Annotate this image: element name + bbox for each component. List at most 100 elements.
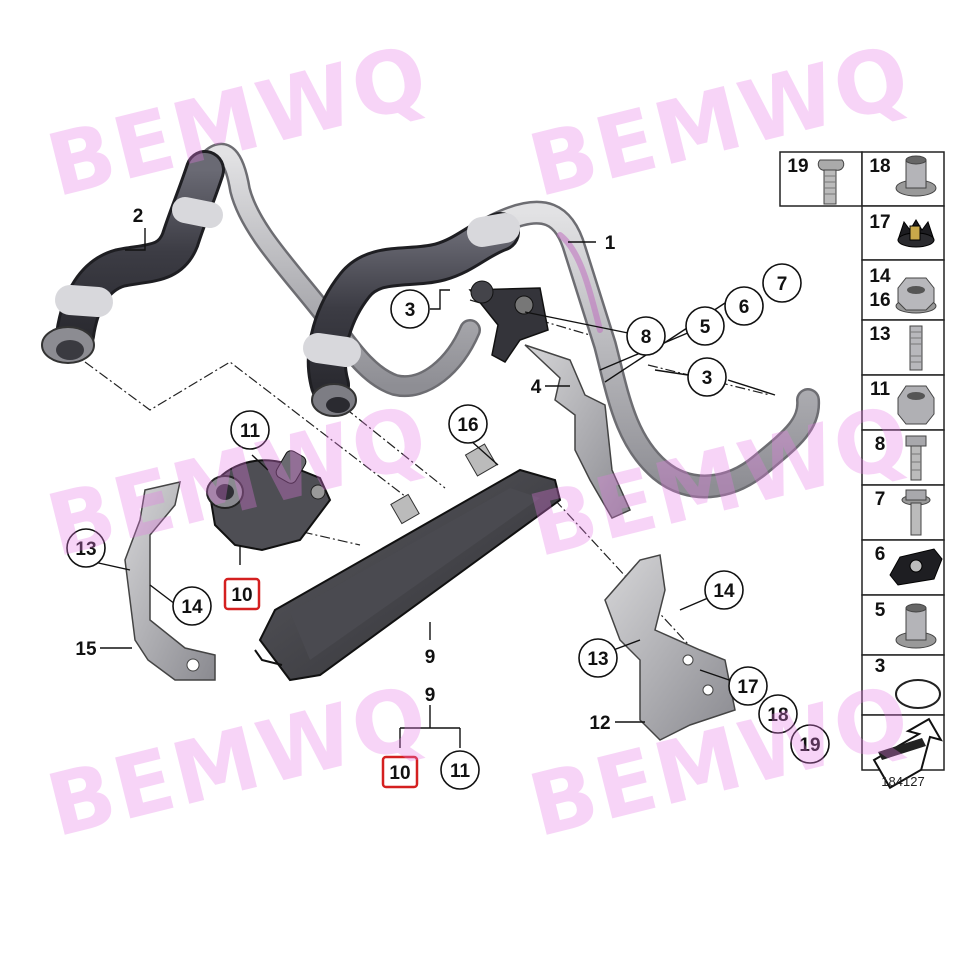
callout-14: 14 (172, 586, 212, 626)
o-ring-icon (895, 679, 941, 709)
stud-icon (909, 325, 923, 371)
callout-label: 7 (777, 274, 788, 295)
callout-label: 17 (737, 677, 758, 698)
callout-label: 16 (457, 415, 478, 436)
callout-circle (685, 306, 725, 346)
callout-17: 17 (728, 666, 768, 706)
callout-circle (172, 586, 212, 626)
callout-circle (790, 724, 830, 764)
callout-label: 1 (605, 233, 616, 254)
coolant-hose-left (55, 150, 225, 355)
callout-label: 11 (240, 421, 261, 442)
callout-3: 3 (390, 289, 430, 329)
callout-12: 12 (589, 713, 610, 734)
part-number-label: 13 (869, 324, 890, 345)
callout-9: 9 (425, 685, 436, 706)
callout-label: 5 (700, 317, 711, 338)
callout-label: 11 (450, 761, 471, 782)
callout-6: 6 (724, 286, 764, 326)
callout-circle (448, 404, 488, 444)
callout-4: 4 (531, 377, 542, 398)
callout-circle (626, 316, 666, 356)
part-number-label: 3 (875, 656, 886, 677)
callout-16: 16 (448, 404, 488, 444)
thermostat-housing (206, 450, 332, 552)
highlight-box (223, 577, 261, 611)
part-number-label: 16 (869, 290, 890, 311)
grommet-icon (897, 219, 935, 248)
hose-clamp-left (41, 326, 95, 364)
coolant-hose-middle (303, 212, 520, 405)
callout-10: 10 (223, 577, 261, 611)
callout-circle (578, 638, 618, 678)
direction-arrow-icon (872, 717, 943, 790)
bracket-4 (524, 344, 631, 519)
callout-7: 7 (762, 263, 802, 303)
callout-18: 18 (758, 694, 798, 734)
hex-collar-nut-icon (895, 277, 937, 314)
callout-circle (724, 286, 764, 326)
callout-circle (758, 694, 798, 734)
hose-clamp-middle (311, 383, 357, 417)
part-number-label: 18 (869, 156, 890, 177)
callout-circle (687, 357, 727, 397)
bracket-15 (124, 481, 216, 681)
callout-circle (440, 750, 480, 790)
callout-label: 10 (389, 763, 410, 784)
callout-10: 10 (381, 755, 419, 789)
callout-label: 9 (425, 647, 436, 668)
callout-3: 3 (687, 357, 727, 397)
callout-circle (230, 410, 270, 450)
bolt-icon (817, 159, 845, 205)
callout-label: 10 (231, 585, 252, 606)
callout-9: 9 (425, 647, 436, 668)
callout-1: 1 (605, 233, 616, 254)
part-number-label: 6 (875, 544, 886, 565)
label-leader-lines (93, 228, 776, 748)
pipe-clamp-icon (889, 548, 943, 586)
callout-13: 13 (66, 528, 106, 568)
callout-circle (66, 528, 106, 568)
callout-label: 4 (531, 377, 542, 398)
callout-13: 13 (578, 638, 618, 678)
callout-19: 19 (790, 724, 830, 764)
part-number-label: 14 (869, 266, 891, 287)
callout-11: 11 (230, 410, 270, 450)
callout-label: 9 (425, 685, 436, 706)
callout-label: 3 (702, 368, 713, 389)
part-number-label: 7 (875, 489, 886, 510)
diagram-reference-number: 184127 (881, 774, 924, 789)
callout-label: 14 (713, 581, 735, 602)
callout-label: 2 (133, 206, 144, 227)
rivet-nut-icon (895, 603, 937, 649)
callout-circle (728, 666, 768, 706)
rivet-nut-icon (895, 155, 937, 197)
part-number-label: 19 (787, 156, 808, 177)
callout-label: 8 (641, 327, 652, 348)
part-number-label: 11 (870, 379, 891, 400)
callout-circle (762, 263, 802, 303)
hex-bolt-icon (905, 435, 927, 481)
callout-label: 13 (75, 539, 96, 560)
callout-label: 13 (587, 649, 608, 670)
hex-nut-icon (897, 385, 935, 425)
flange-bolt-icon (901, 489, 931, 536)
callout-5: 5 (685, 306, 725, 346)
part-number-label: 5 (875, 600, 886, 621)
callout-label: 12 (589, 713, 610, 734)
callout-circle (390, 289, 430, 329)
callout-label: 3 (405, 300, 416, 321)
callout-11: 11 (440, 750, 480, 790)
callout-2: 2 (133, 206, 144, 227)
callout-14: 14 (704, 570, 744, 610)
oil-cooler (254, 443, 562, 682)
callout-8: 8 (626, 316, 666, 356)
part-number-label: 8 (875, 434, 886, 455)
pipe-bracket (468, 280, 549, 363)
callout-label: 19 (799, 735, 820, 756)
callout-label: 6 (739, 297, 750, 318)
callout-circle (704, 570, 744, 610)
